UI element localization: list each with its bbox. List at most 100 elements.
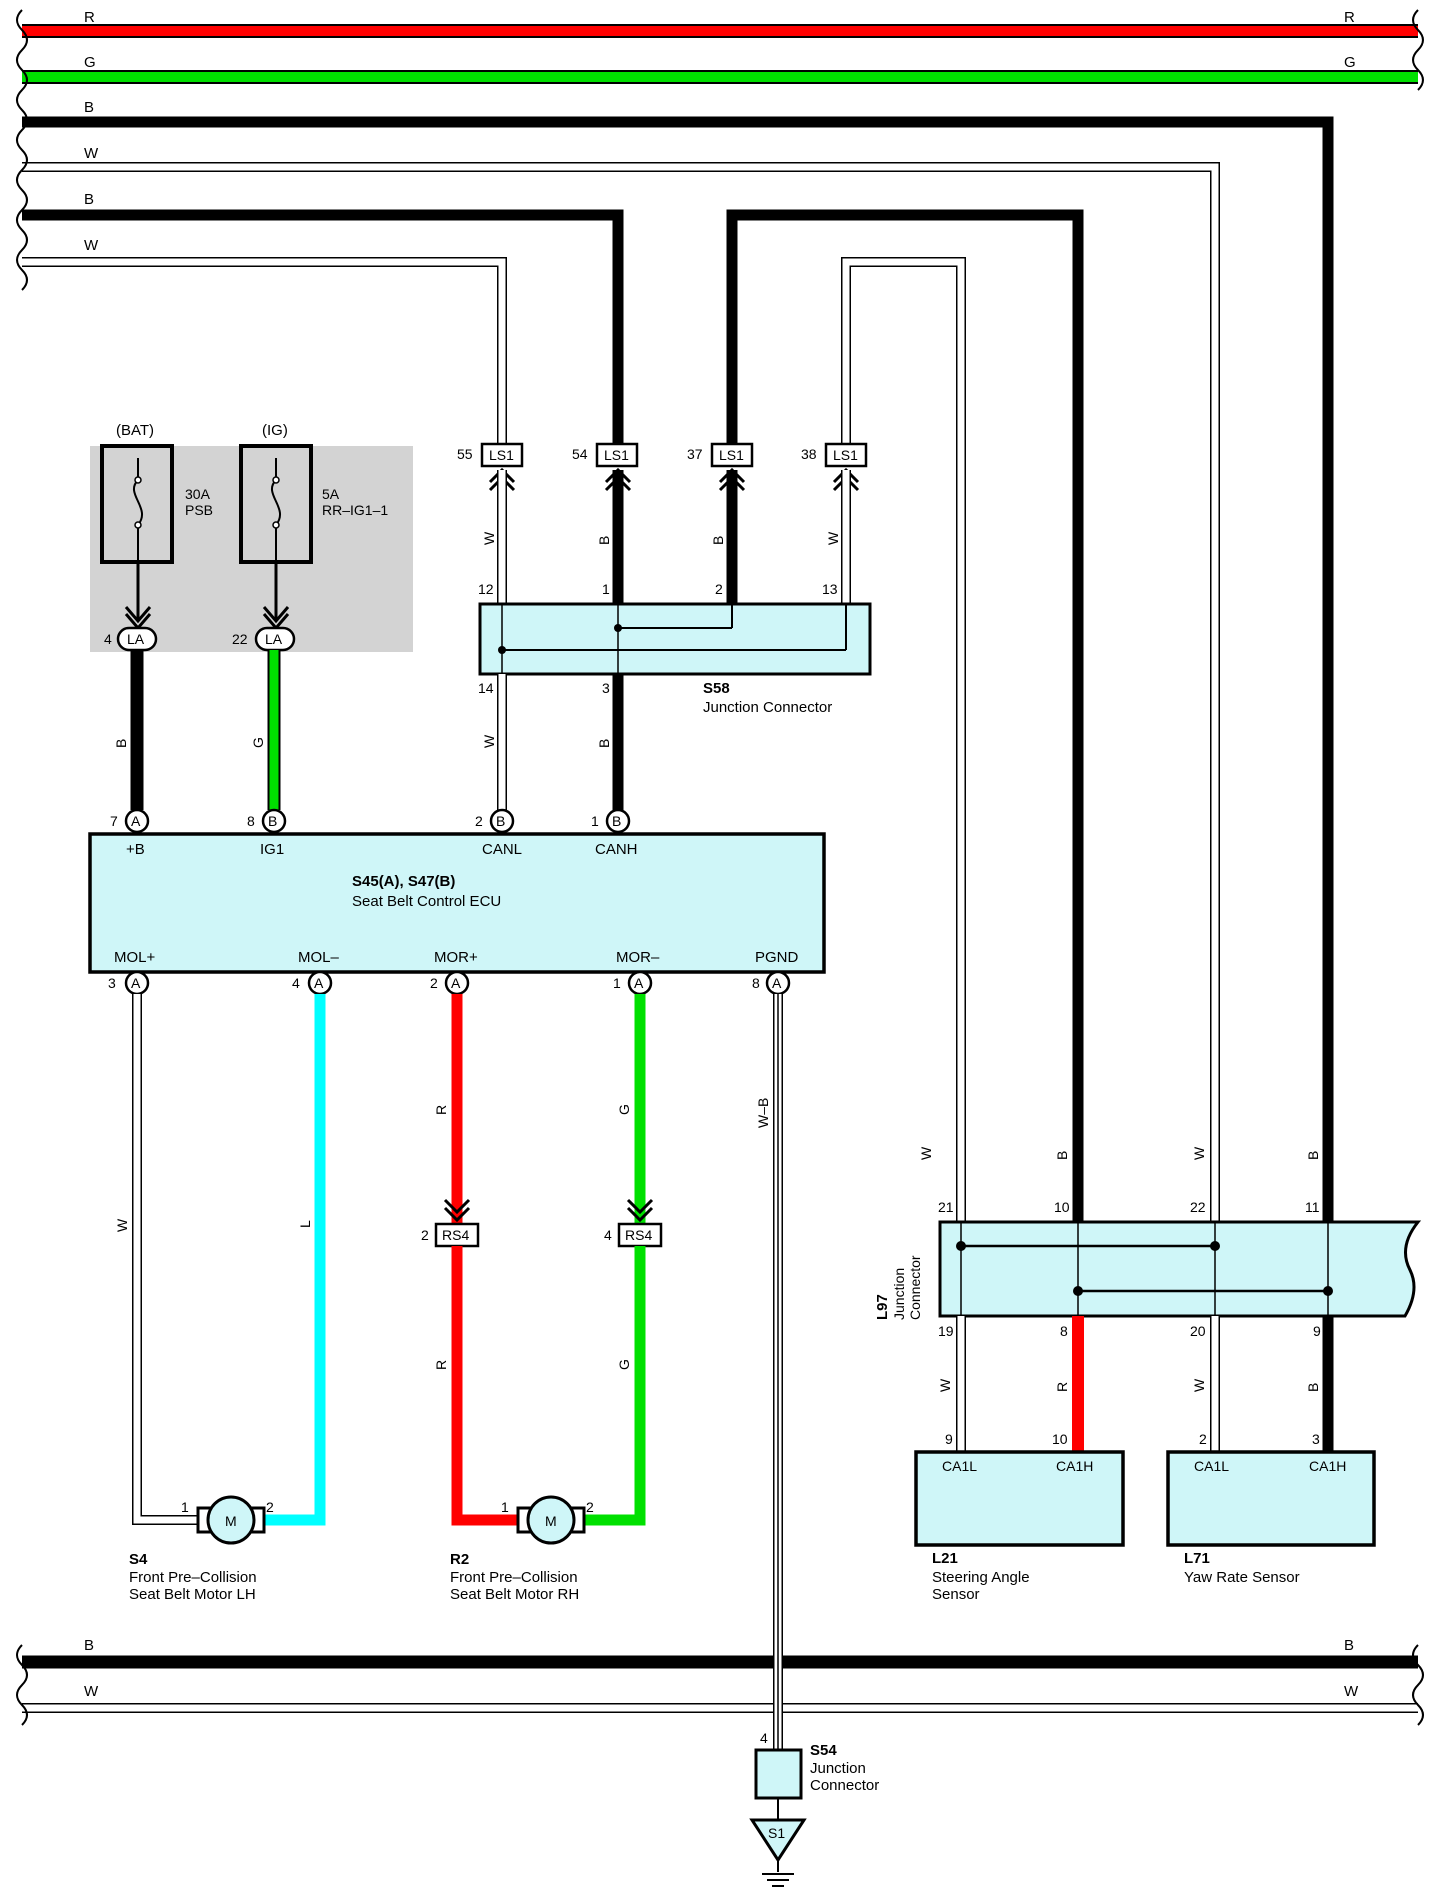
ground-label: S1 bbox=[768, 1825, 785, 1841]
rs4-connector-4: 4 RS4 bbox=[604, 1198, 663, 1248]
pin-number: 8 bbox=[752, 975, 760, 991]
ecu-pin-pgnd: PGND 8 A bbox=[752, 949, 799, 996]
connector-code: RS4 bbox=[625, 1227, 652, 1243]
pin-number: 2 bbox=[715, 581, 723, 597]
s54-junction-connector: 4 S54 Junction Connector bbox=[754, 1730, 879, 1800]
wire-color-label: B bbox=[596, 536, 612, 545]
pin-number: 10 bbox=[1054, 1199, 1070, 1215]
wire-color-label: W bbox=[481, 531, 497, 545]
ground-symbol: S1 bbox=[749, 1798, 807, 1887]
pin-number: 3 bbox=[1312, 1431, 1320, 1447]
wire-color-label: W bbox=[481, 734, 497, 748]
component-id: S54 bbox=[810, 1742, 837, 1759]
pin-label: MOL+ bbox=[114, 949, 156, 966]
pin-label: IG1 bbox=[260, 841, 284, 858]
wire-color-label: B bbox=[1054, 1151, 1070, 1160]
wire-color-label: W bbox=[918, 1146, 934, 1160]
motor-symbol: M bbox=[225, 1513, 237, 1529]
pin-number: 22 bbox=[232, 631, 248, 647]
pin-number: 8 bbox=[247, 813, 255, 829]
sensor-l71: 2 3 CA1L CA1H L71 Yaw Rate Sensor bbox=[1166, 1431, 1376, 1586]
wire-color-label: B bbox=[596, 739, 612, 748]
pin-number: 4 bbox=[604, 1227, 612, 1243]
pin-number: 1 bbox=[181, 1499, 189, 1515]
top-bus: R R G G B W B W bbox=[16, 9, 1424, 1222]
bus-label: B bbox=[84, 191, 94, 208]
s58-junction-connector: 12 1 2 13 14 3 S58 Junction Connector bbox=[478, 581, 872, 716]
wire-color-label: B bbox=[710, 536, 726, 545]
connector-code: A bbox=[131, 975, 141, 991]
wire-color-label: W bbox=[825, 531, 841, 545]
connector-code: B bbox=[268, 813, 277, 829]
connector-code: B bbox=[612, 813, 621, 829]
pin-number: 2 bbox=[586, 1499, 594, 1515]
pin-number: 9 bbox=[1313, 1323, 1321, 1339]
connector-code: LA bbox=[265, 631, 283, 647]
pin-number: 4 bbox=[760, 1730, 768, 1746]
bus-label: W bbox=[1344, 1683, 1359, 1700]
connector-code: RS4 bbox=[442, 1227, 469, 1243]
pin-label: CANH bbox=[595, 841, 638, 858]
pin-number: 21 bbox=[938, 1199, 954, 1215]
terminal-label: CA1H bbox=[1056, 1458, 1093, 1474]
pin-label: +B bbox=[126, 841, 145, 858]
pin-number: 8 bbox=[1060, 1323, 1068, 1339]
wire-color-label: B bbox=[1305, 1383, 1321, 1392]
pin-number: 2 bbox=[475, 813, 483, 829]
sensor-l21: 9 10 CA1L CA1H L21 Steering Angle Sensor bbox=[914, 1431, 1125, 1603]
fuse-source-label: (BAT) bbox=[116, 422, 154, 439]
connector-code: A bbox=[772, 975, 782, 991]
pin-label: MOL– bbox=[298, 949, 340, 966]
component-id: S4 bbox=[129, 1551, 148, 1568]
terminal-label: CA1L bbox=[1194, 1458, 1229, 1474]
component-name: Junction Connector bbox=[703, 699, 832, 716]
component-id: L71 bbox=[1184, 1550, 1210, 1567]
wire-color-label: R bbox=[1054, 1382, 1070, 1392]
component-id: L97 bbox=[874, 1294, 891, 1320]
connector-code: LS1 bbox=[833, 447, 858, 463]
pin-number: 20 bbox=[1190, 1323, 1206, 1339]
wire-color-label: W–B bbox=[755, 1098, 771, 1128]
wire-color-label: W bbox=[114, 1218, 130, 1232]
pin-number: 13 bbox=[822, 581, 838, 597]
connector-code: LS1 bbox=[489, 447, 514, 463]
pin-number: 10 bbox=[1052, 1431, 1068, 1447]
pin-number: 1 bbox=[501, 1499, 509, 1515]
wire-color-label: B bbox=[113, 739, 129, 748]
seat-belt-control-ecu: S45(A), S47(B) Seat Belt Control ECU 7 A… bbox=[88, 808, 826, 996]
bus-label: B bbox=[84, 1637, 94, 1654]
pin-number: 7 bbox=[110, 813, 118, 829]
connector-code: A bbox=[314, 975, 324, 991]
component-name: Seat Belt Control ECU bbox=[352, 893, 501, 910]
pin-number: 9 bbox=[945, 1431, 953, 1447]
pin-number: 3 bbox=[602, 680, 610, 696]
pin-label: PGND bbox=[755, 949, 799, 966]
pin-number: 4 bbox=[292, 975, 300, 991]
la-connector-22: 22 LA bbox=[232, 626, 296, 652]
motor-symbol: M bbox=[545, 1513, 557, 1529]
component-name: Sensor bbox=[932, 1586, 980, 1603]
component-name: Front Pre–Collision bbox=[129, 1569, 257, 1586]
ecu-pin-mol-plus: MOL+ 3 A bbox=[108, 949, 156, 996]
connector-code: A bbox=[131, 813, 141, 829]
pin-number: 1 bbox=[602, 581, 610, 597]
pin-number: 37 bbox=[687, 446, 703, 462]
bus-label: W bbox=[84, 145, 99, 162]
pin-number: 54 bbox=[572, 446, 588, 462]
pin-number: 12 bbox=[478, 581, 494, 597]
fuse-rating: 5A bbox=[322, 486, 340, 502]
connector-code: LS1 bbox=[719, 447, 744, 463]
l97-junction-connector: W B W B 21 10 22 11 L97 Junction Connect… bbox=[874, 1146, 1422, 1339]
wire-color-label: W bbox=[1191, 1146, 1207, 1160]
bus-label: R bbox=[84, 9, 95, 26]
wire-color-label: B bbox=[1305, 1151, 1321, 1160]
pin-number: 1 bbox=[591, 813, 599, 829]
bus-label: W bbox=[84, 1683, 99, 1700]
pin-number: 14 bbox=[478, 680, 494, 696]
pin-number: 1 bbox=[613, 975, 621, 991]
connector-code: LS1 bbox=[604, 447, 629, 463]
ecu-pin-mol-minus: MOL– 4 A bbox=[292, 949, 340, 996]
connector-code: B bbox=[496, 813, 505, 829]
fuse-source-label: (IG) bbox=[262, 422, 288, 439]
fuse-name: PSB bbox=[185, 502, 213, 518]
